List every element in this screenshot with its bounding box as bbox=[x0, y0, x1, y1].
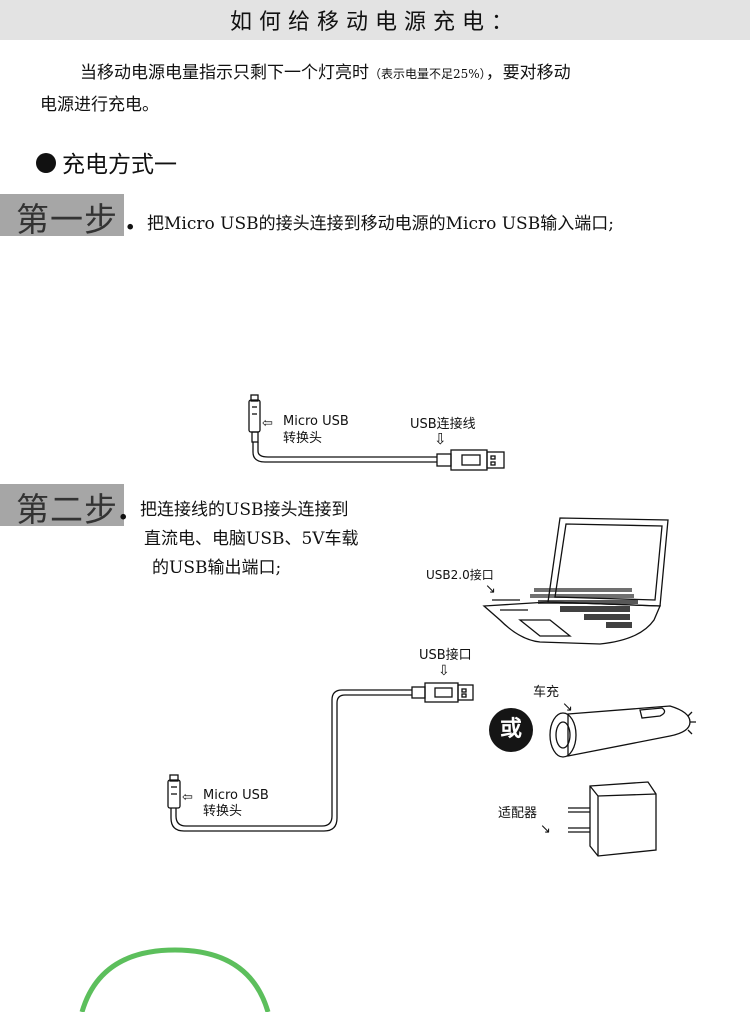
arrow-left-icon: ⇦ bbox=[262, 416, 273, 431]
green-ring bbox=[79, 947, 271, 1012]
laptop-icon bbox=[482, 517, 669, 645]
arrow-diag-icon: ↘ bbox=[485, 582, 496, 597]
adapter-head-label-2: 转换头 bbox=[203, 804, 243, 819]
step1-label-box bbox=[0, 194, 124, 236]
step2-label: 第二步 bbox=[16, 490, 118, 529]
arrow-diag-3-icon: ↘ bbox=[540, 822, 551, 837]
arrow-left-2-icon: ⇦ bbox=[182, 790, 193, 805]
step2-text: 把连接线的USB接头连接到 直流电、电脑USB、5V车载 的USB输出端口; bbox=[140, 496, 359, 583]
laptop-keyboard bbox=[530, 588, 638, 628]
cable-1 bbox=[252, 442, 437, 463]
intro-line2: 电源进行充电。 bbox=[40, 95, 159, 115]
usb-a-plug-2-icon bbox=[411, 682, 474, 703]
bullet-icon bbox=[36, 153, 56, 173]
step2-label-box bbox=[0, 484, 124, 526]
wall-adapter-icon bbox=[568, 781, 657, 857]
arrow-down-icon: ⇩ bbox=[434, 430, 447, 448]
usb-a-plug-icon bbox=[436, 449, 505, 471]
step1-dot: . bbox=[125, 202, 136, 237]
step2-line1: 把连接线的USB接头连接到 bbox=[140, 500, 349, 520]
title-bar bbox=[0, 0, 750, 40]
usb20-port-label: USB2.0接口 bbox=[426, 568, 494, 582]
usb-port-label: USB接口 bbox=[419, 648, 472, 663]
step1-label: 第一步 bbox=[16, 200, 118, 239]
adapter-head-label-1: 转换头 bbox=[283, 431, 323, 446]
micro-usb-plug-icon bbox=[248, 394, 261, 443]
step2-line2: 直流电、电脑USB、5V车载 bbox=[144, 529, 359, 549]
intro-text: 当移动电源电量指示只剩下一个灯亮时 bbox=[80, 63, 369, 83]
page-title: 如何给移动电源充电： bbox=[229, 10, 520, 35]
cable-2 bbox=[170, 689, 412, 832]
car-charger-label: 车充 bbox=[533, 685, 560, 700]
or-badge bbox=[489, 708, 533, 752]
step1-text: 把Micro USB的接头连接到移动电源的Micro USB输入端口; bbox=[147, 214, 614, 234]
arrow-down-2-icon: ⇩ bbox=[438, 663, 450, 679]
adapter-label: 适配器 bbox=[498, 806, 538, 821]
or-badge-text: 或 bbox=[499, 717, 522, 742]
micro-usb-plug-2-icon bbox=[167, 774, 181, 809]
car-charger-icon bbox=[549, 705, 696, 758]
method-title: 充电方式一 bbox=[62, 152, 177, 178]
intro-note: （表示电量不足25%） bbox=[369, 67, 486, 81]
usb-cable-label: USB连接线 bbox=[410, 417, 476, 432]
intro-text-after: ，要对移动 bbox=[485, 63, 571, 83]
micro-usb-label-2: Micro USB bbox=[203, 788, 269, 803]
step2-dot: . bbox=[118, 492, 129, 527]
arrow-diag-2-icon: ↘ bbox=[562, 700, 573, 715]
micro-usb-label-1: Micro USB bbox=[283, 414, 349, 429]
step2-line3: 的USB输出端口; bbox=[152, 558, 282, 578]
intro-paragraph: 当移动电源电量指示只剩下一个灯亮时（表示电量不足25%），要对移动 电源进行充电… bbox=[40, 58, 730, 121]
method-heading: 充电方式一 bbox=[36, 145, 177, 179]
